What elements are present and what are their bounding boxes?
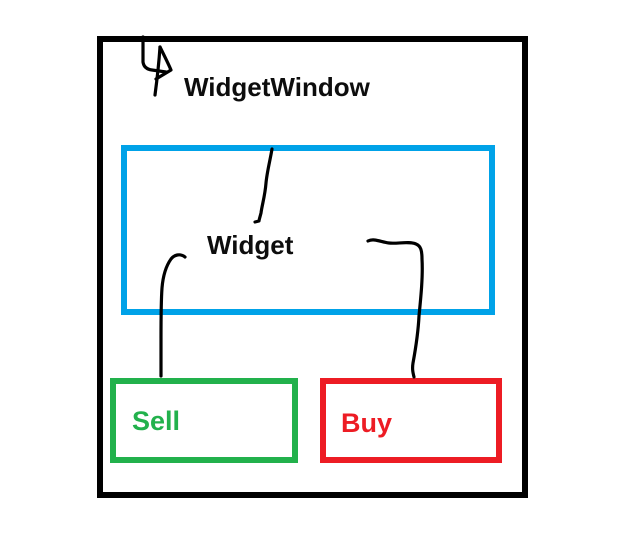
buy-label: Buy (341, 408, 393, 438)
buy-button-box (320, 378, 502, 463)
sell-button-box (110, 378, 298, 463)
sell-label: Sell (132, 406, 181, 436)
widget-box (121, 145, 495, 315)
widget-label: Widget (207, 230, 294, 260)
widget-window-box (97, 36, 528, 498)
widget-window-label: WidgetWindow (184, 72, 370, 102)
